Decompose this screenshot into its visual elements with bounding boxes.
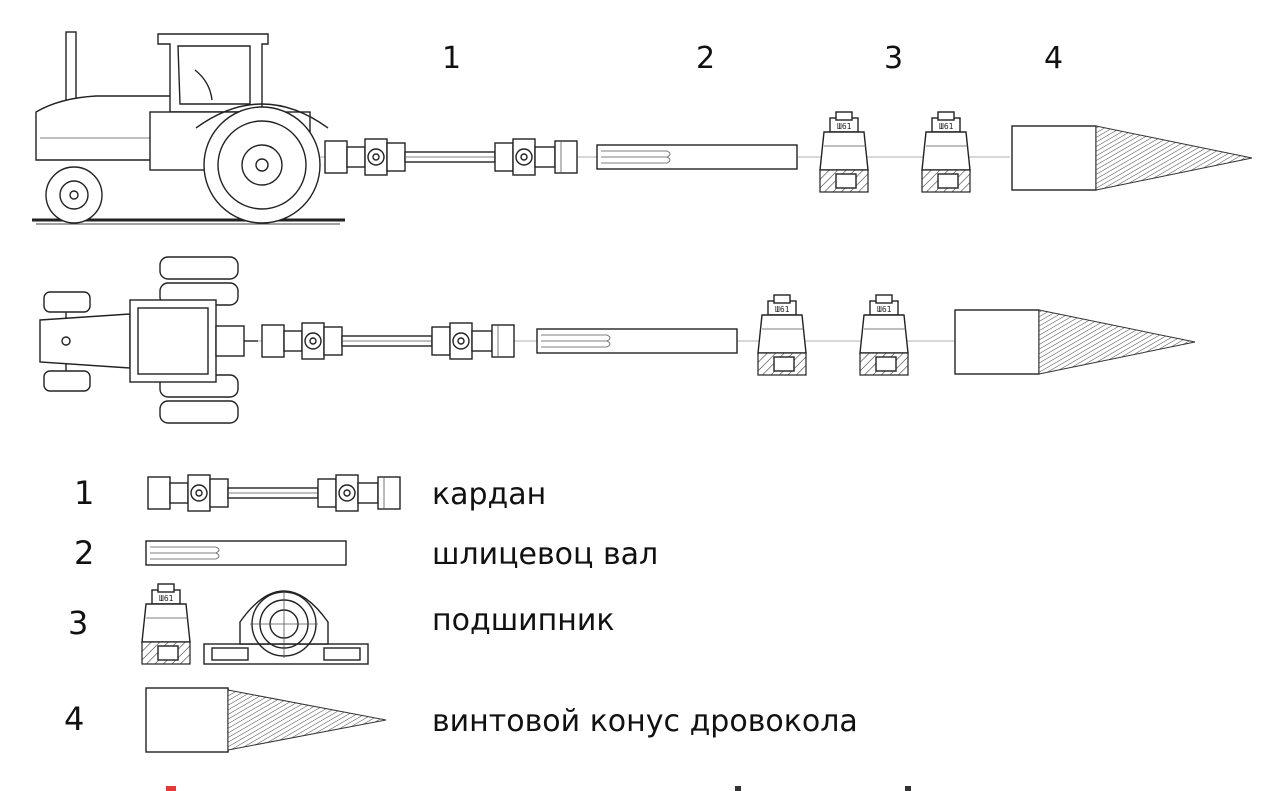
bearing-middle-2 [859, 294, 909, 376]
screw-cone-top [1011, 125, 1253, 191]
pillow-block-bearing-icon [141, 583, 191, 665]
splined-shaft-middle [536, 328, 738, 354]
legend: 1 кардан 2 шлицевоц вал 3 п [64, 474, 858, 753]
legend-number-1: 1 [74, 474, 94, 512]
legend-number-2: 2 [74, 534, 94, 572]
bearing-front-view-icon [203, 590, 369, 665]
tractor-side-view [32, 31, 345, 225]
legend-item-cone: 4 винтовой конус дровокола [64, 687, 858, 753]
cardan-shaft-top [324, 138, 578, 176]
legend-label-bearing: подшипник [432, 603, 615, 638]
cardan-shaft-icon [147, 474, 401, 512]
splined-shaft-icon [145, 540, 347, 566]
part-number-4: 4 [1044, 41, 1063, 76]
legend-item-cardan: 1 кардан [74, 474, 546, 512]
cardan-shaft-middle [261, 322, 515, 360]
legend-label-shaft: шлицевоц вал [432, 537, 658, 572]
legend-number-3: 3 [68, 604, 88, 642]
legend-label-cardan: кардан [432, 477, 546, 512]
part-number-1: 1 [442, 41, 461, 76]
legend-number-4: 4 [64, 700, 84, 738]
cropped-text-fragment [735, 786, 741, 791]
part-number-2: 2 [696, 41, 715, 76]
bearing-middle-1 [757, 294, 807, 376]
bearing-top-1 [819, 111, 869, 193]
legend-item-bearing: 3 подшипник [68, 583, 615, 665]
tractor-top-view [39, 256, 258, 424]
splined-shaft-top [596, 144, 798, 170]
bearing-top-2 [921, 111, 971, 193]
part-number-3: 3 [884, 41, 903, 76]
screw-cone-middle [954, 309, 1196, 375]
cropped-text-fragment [166, 786, 176, 791]
cropped-text-fragment [905, 786, 911, 791]
legend-label-cone: винтовой конус дровокола [432, 704, 858, 739]
legend-item-shaft: 2 шлицевоц вал [74, 534, 658, 572]
